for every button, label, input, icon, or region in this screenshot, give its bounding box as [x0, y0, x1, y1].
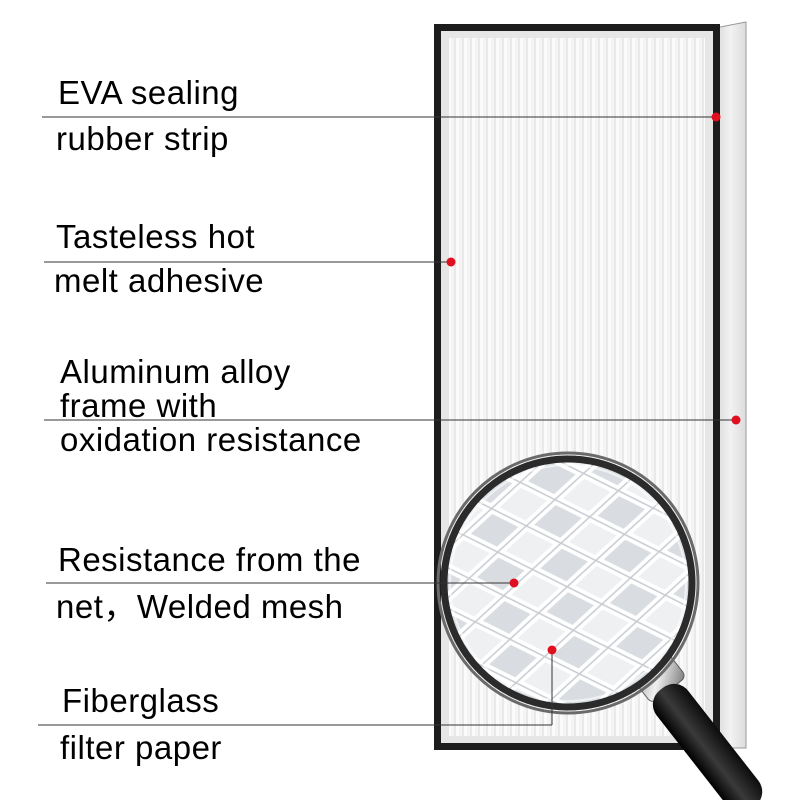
callout-paper-line-2: filter paper	[60, 729, 222, 766]
callout-adhesive-line-1: Tasteless hot	[56, 218, 256, 255]
marker-dot-paper	[547, 645, 557, 655]
callout-adhesive-line-2: melt adhesive	[54, 262, 265, 299]
marker-dot-eva	[711, 112, 721, 122]
callout-eva-line-2: rubber strip	[56, 120, 229, 157]
callout-frame-line-1: Aluminum alloy	[60, 353, 291, 390]
callout-mesh-line-2: net，Welded mesh	[56, 588, 344, 625]
callout-paper-line-1: Fiberglass	[62, 682, 220, 719]
callout-frame-line-3: oxidation resistance	[60, 421, 362, 458]
callout-mesh-line-1: Resistance from the	[58, 541, 361, 578]
marker-dot-frame	[731, 415, 741, 425]
callout-eva-line-1: EVA sealing	[58, 74, 240, 111]
marker-dot-mesh	[509, 578, 519, 588]
callout-frame-line-2: frame with	[60, 387, 218, 424]
marker-dot-adhesive	[446, 257, 456, 267]
